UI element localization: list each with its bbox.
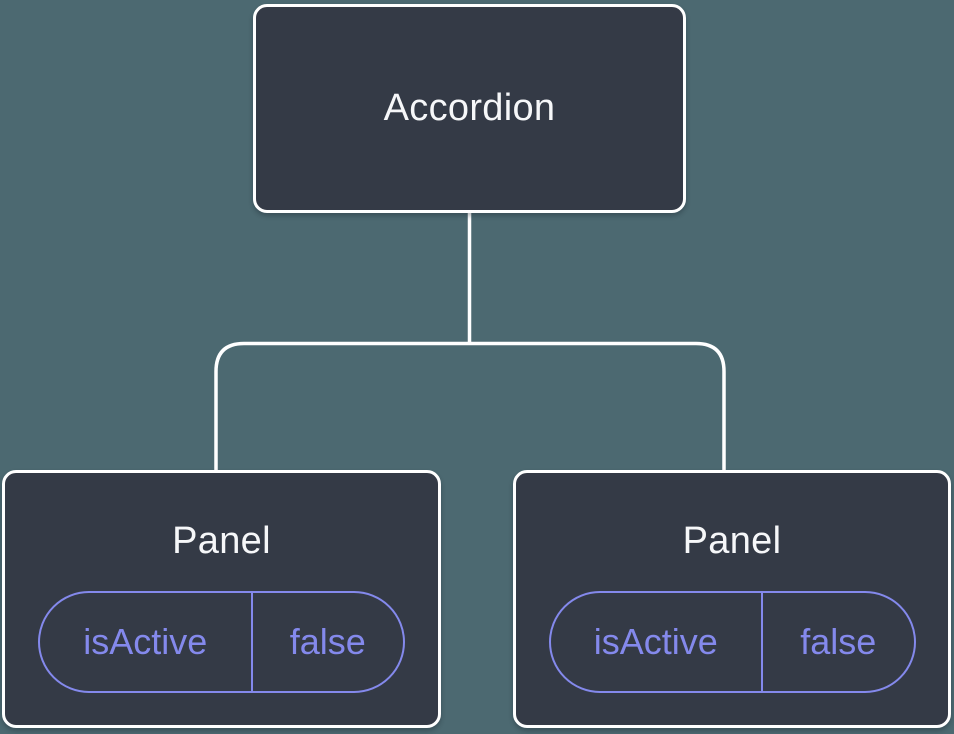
state-name: isActive	[593, 620, 718, 662]
state-value: false	[761, 592, 913, 691]
node-accordion-title: Accordion	[383, 86, 556, 129]
state-value: false	[250, 592, 403, 691]
node-accordion: Accordion	[253, 4, 686, 213]
node-panel-left-title: Panel	[172, 520, 271, 562]
connector-branch-bracket	[214, 341, 726, 471]
node-panel-right: Panel isActive false	[513, 470, 951, 728]
state-pill: isActive false	[38, 590, 405, 693]
node-panel-left: Panel isActive false	[2, 470, 441, 728]
state-name: isActive	[83, 620, 208, 662]
state-pill: isActive false	[548, 590, 916, 693]
node-panel-right-title: Panel	[682, 520, 782, 562]
